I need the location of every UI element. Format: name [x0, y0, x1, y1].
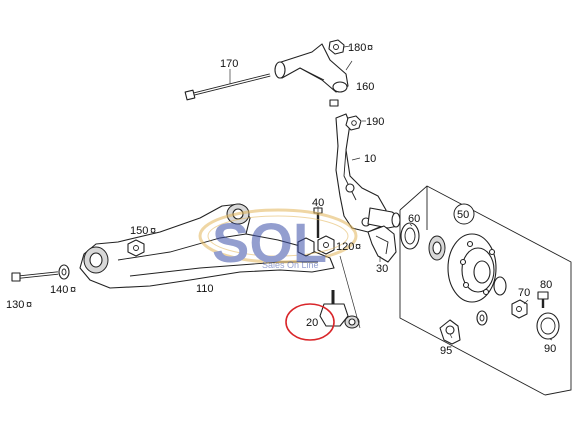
- dust-shield-30: [367, 225, 397, 263]
- washer-140: [58, 264, 70, 280]
- nut-150: [127, 239, 145, 257]
- leader-lines: [317, 45, 553, 341]
- wheel-hub-50: [447, 233, 507, 303]
- bolt-170: [184, 69, 271, 101]
- tool-95: [439, 319, 461, 345]
- label-190: 190: [366, 116, 384, 128]
- watermark-text: SOL: [212, 211, 327, 274]
- label-120: 120: [336, 241, 354, 253]
- label-50-circle: [453, 203, 475, 225]
- label-80: 80: [540, 279, 552, 291]
- hub-assembly-frame: [399, 185, 572, 396]
- bearing: [428, 235, 446, 261]
- rear-bushing: [83, 246, 109, 274]
- label-140: 140: [50, 284, 68, 296]
- label-30: 30: [376, 263, 388, 275]
- nut-70: [511, 299, 528, 319]
- ball-joint-20: [319, 255, 361, 329]
- steering-knuckle: [335, 113, 401, 233]
- label-160: 160: [356, 81, 374, 93]
- washer: [476, 310, 488, 326]
- marker-140: ¤: [70, 284, 76, 296]
- marker-180: ¤: [367, 42, 373, 54]
- watermark-logo: SOL Sales On Line: [198, 208, 358, 274]
- label-50: 50: [457, 209, 469, 221]
- grease-cap-90: [536, 312, 560, 340]
- label-95: 95: [440, 345, 452, 357]
- watermark-tagline: Sales On Line: [262, 260, 319, 270]
- label-150: 150: [130, 225, 148, 237]
- label-40: 40: [312, 197, 324, 209]
- bolt-80: [537, 291, 549, 308]
- upper-control-arm: [274, 43, 349, 107]
- label-90: 90: [544, 343, 556, 355]
- marker-120: ¤: [355, 241, 361, 253]
- label-110: 110: [196, 283, 214, 295]
- marker-150: ¤: [150, 225, 156, 237]
- label-170: 170: [220, 58, 238, 70]
- label-180: 180: [348, 42, 366, 54]
- label-60: 60: [408, 213, 420, 225]
- part-labels: 170 180 160 190 10 40 150 120 60 30 110 …: [6, 42, 556, 357]
- label-10: 10: [364, 153, 376, 165]
- nut-190: [345, 115, 362, 131]
- bolt-130: [11, 271, 59, 282]
- label-20: 20: [306, 317, 318, 329]
- marker-130: ¤: [26, 299, 32, 311]
- label-70: 70: [518, 287, 530, 299]
- seal-60: [400, 222, 420, 250]
- nut-180: [328, 39, 345, 55]
- highlight-circle: [285, 303, 335, 341]
- label-130: 130: [6, 299, 24, 311]
